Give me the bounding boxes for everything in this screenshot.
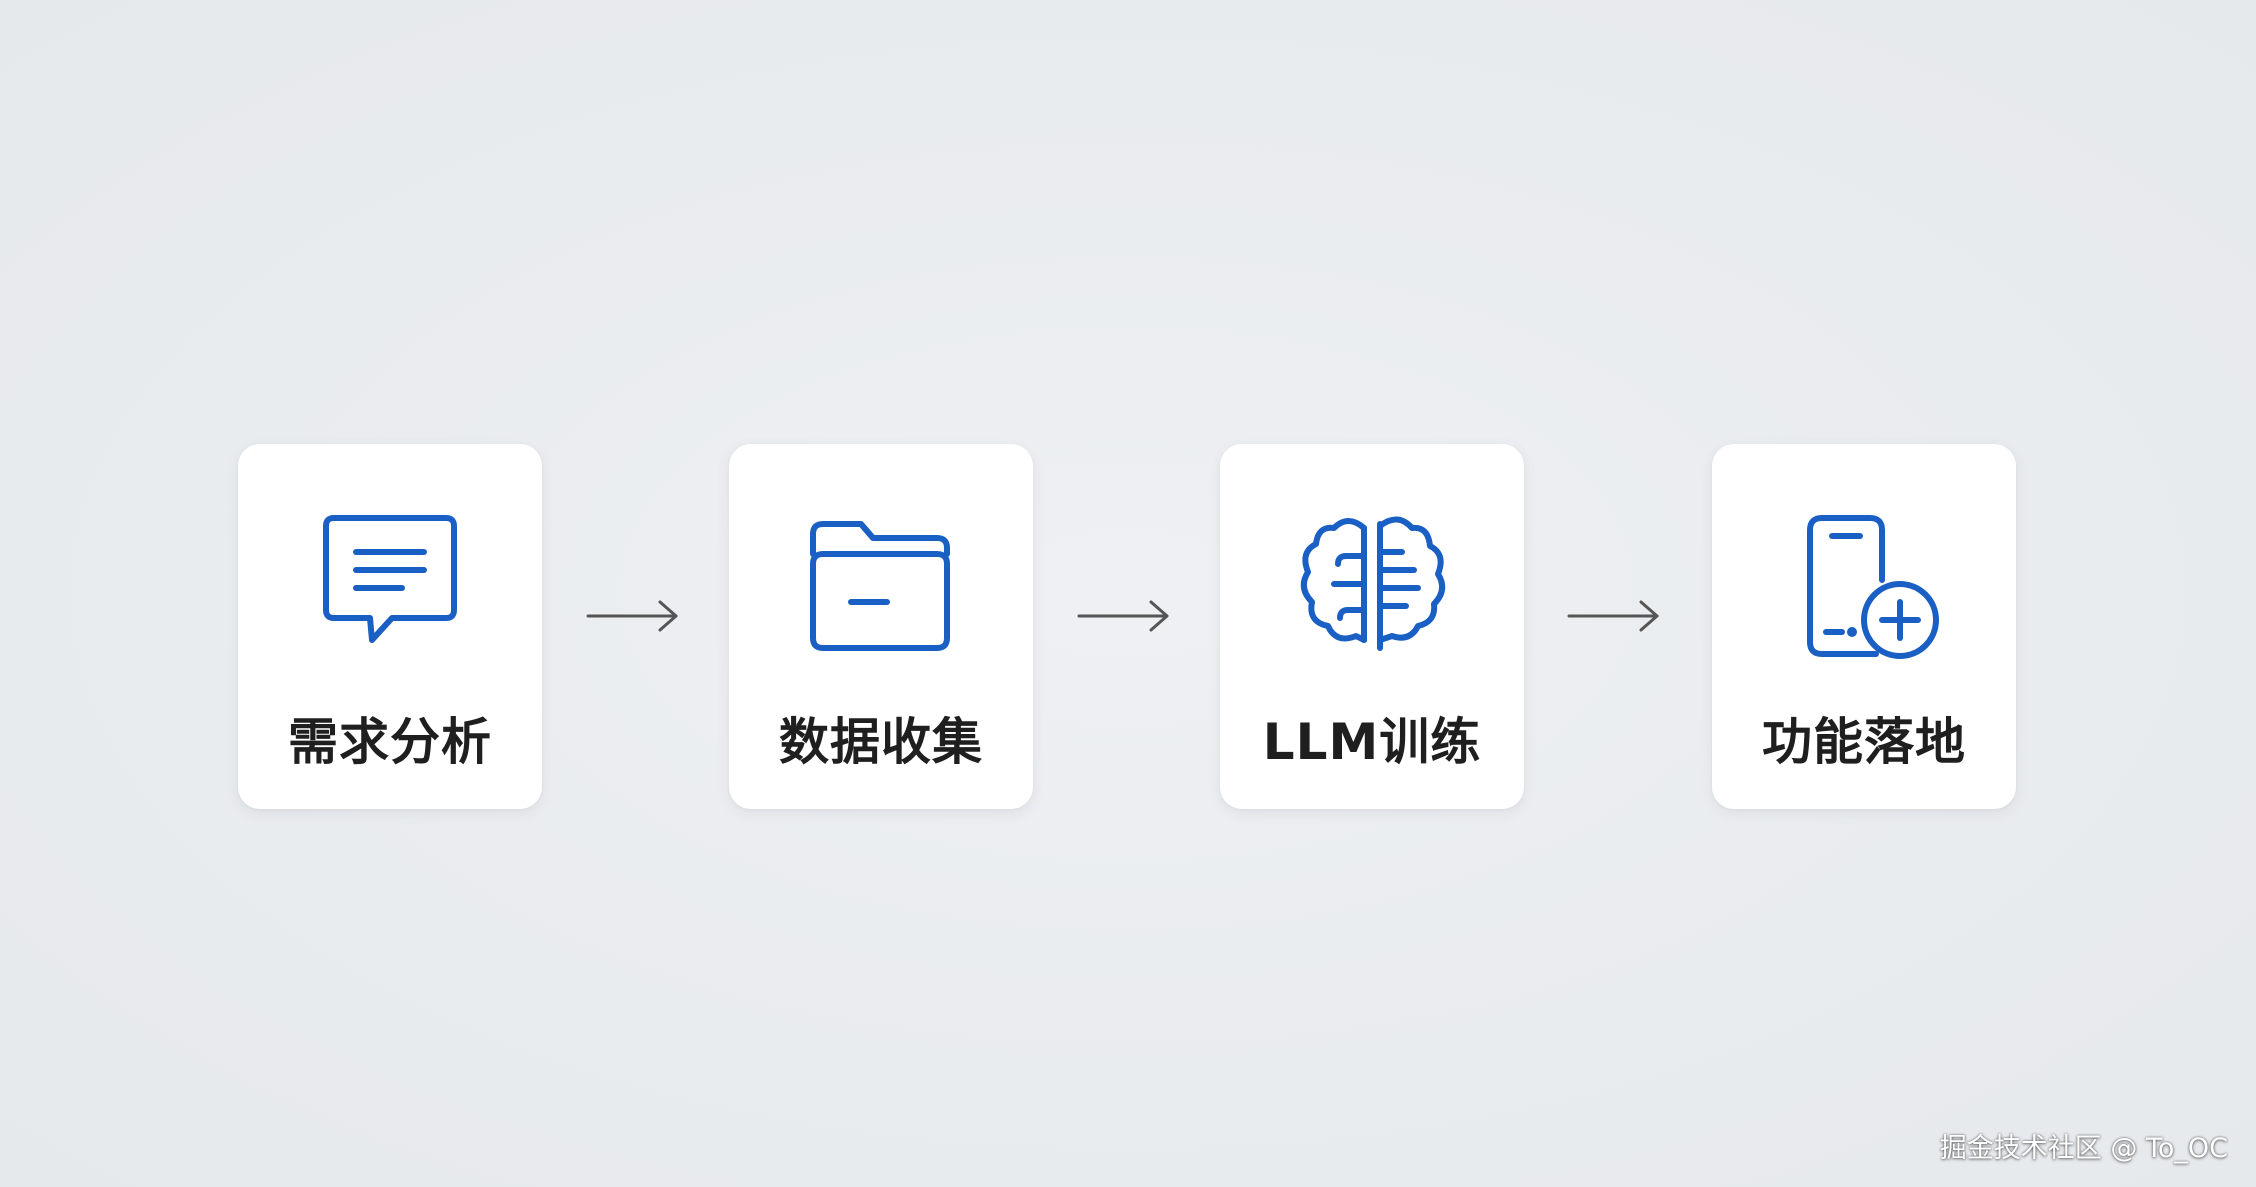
step-card-requirements: 需求分析	[238, 444, 542, 809]
brain-icon	[1294, 508, 1450, 664]
step-label: 数据收集	[779, 713, 983, 771]
step-label: 功能落地	[1762, 713, 1966, 771]
chat-bubble-icon	[312, 508, 468, 664]
step-label: 需求分析	[288, 713, 492, 771]
flow-arrow-icon	[1567, 592, 1661, 640]
step-card-deployment: 功能落地	[1712, 444, 2016, 809]
watermark: 掘金技术社区 @ To_OC	[1939, 1133, 2228, 1164]
folder-icon	[803, 508, 959, 664]
mobile-add-icon	[1786, 508, 1942, 664]
step-card-llm-training: LLM训练	[1220, 444, 1524, 809]
step-label: LLM训练	[1262, 713, 1482, 771]
flow-arrow-icon	[586, 592, 680, 640]
step-card-data-collection: 数据收集	[729, 444, 1033, 809]
flow-arrow-icon	[1077, 592, 1171, 640]
